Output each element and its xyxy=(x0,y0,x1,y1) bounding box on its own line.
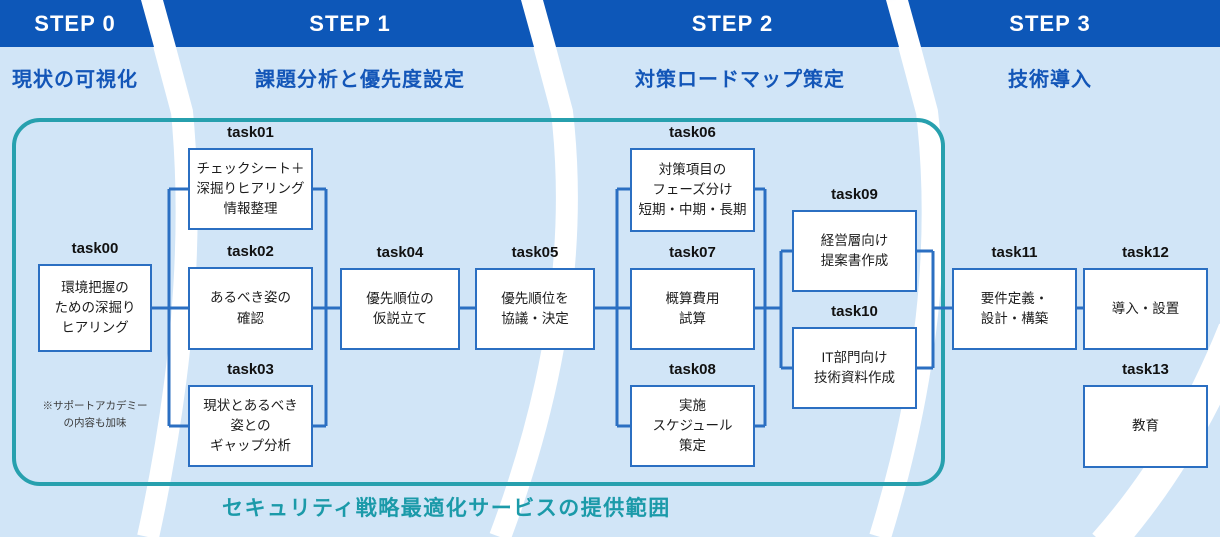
scope-caption: セキュリティ戦略最適化サービスの提供範囲 xyxy=(222,497,671,520)
task13-box: 教育 xyxy=(1083,385,1208,468)
step-header-0: STEP 0 xyxy=(34,11,116,36)
task00-note: ※サポートアカデミー の内容も加味 xyxy=(42,400,148,429)
step-subtitle-1: 課題分析と優先度設定 xyxy=(255,69,465,91)
task00-label: task00 xyxy=(71,240,119,257)
task06-label: task06 xyxy=(669,124,716,141)
task13-label: task13 xyxy=(1122,361,1169,378)
step-header-1: STEP 1 xyxy=(309,11,391,36)
task12-label: task12 xyxy=(1122,244,1169,261)
step-subtitle-2: 対策ロードマップ策定 xyxy=(635,69,845,91)
task03-label: task03 xyxy=(227,361,274,378)
step-header-2: STEP 2 xyxy=(691,11,774,36)
task02-box: あるべき姿の 確認 xyxy=(188,267,313,350)
step-subtitle-3: 技術導入 xyxy=(1008,69,1092,91)
step-header-3: STEP 3 xyxy=(1009,11,1091,36)
task06-box: 対策項目の フェーズ分け 短期・中期・長期 xyxy=(630,148,755,232)
task12-box: 導入・設置 xyxy=(1083,268,1208,350)
task09-box: 経営層向け 提案書作成 xyxy=(792,210,917,292)
task10-label: task10 xyxy=(831,303,878,320)
task00-box: 環境把握の ための深掘り ヒアリング xyxy=(38,264,152,352)
task07-label: task07 xyxy=(669,244,716,261)
task10-box: IT部門向け 技術資料作成 xyxy=(792,327,917,409)
task02-label: task02 xyxy=(227,243,274,260)
step-subtitle-0: 現状の可視化 xyxy=(12,69,138,91)
task05-label: task05 xyxy=(511,244,559,261)
task09-label: task09 xyxy=(831,186,878,203)
task04-box: 優先順位の 仮説立て xyxy=(340,268,460,350)
task07-box: 概算費用 試算 xyxy=(630,268,755,350)
task01-label: task01 xyxy=(227,124,274,141)
task03-box: 現状とあるべき 姿との ギャップ分析 xyxy=(188,385,313,467)
task08-label: task08 xyxy=(669,361,716,378)
task04-label: task04 xyxy=(376,244,424,261)
task05-box: 優先順位を 協議・決定 xyxy=(475,268,595,350)
task08-box: 実施 スケジュール 策定 xyxy=(630,385,755,467)
task01-box: チェックシート＋ 深掘りヒアリング 情報整理 xyxy=(188,148,313,230)
task11-box: 要件定義・ 設計・構築 xyxy=(952,268,1077,350)
task11-label: task11 xyxy=(991,244,1038,261)
